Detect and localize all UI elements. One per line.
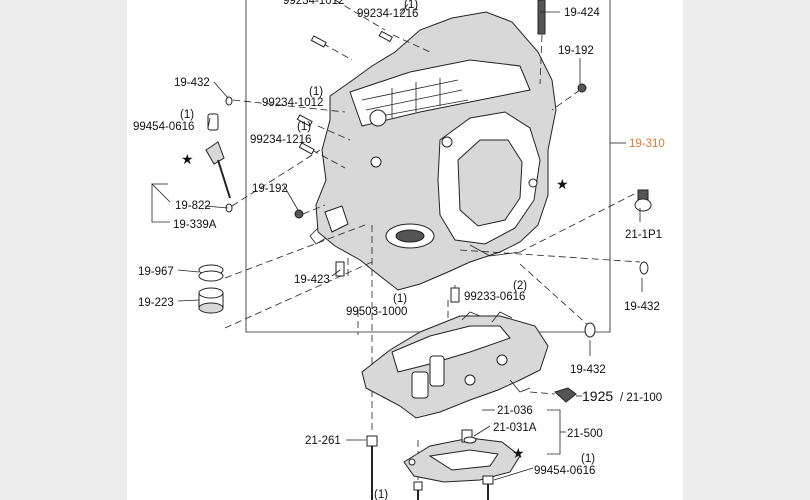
label-19-192-top: 19-192 [558, 45, 594, 57]
label-19-423: 19-423 [294, 274, 330, 286]
oil-strainer [403, 429, 521, 483]
label-99234-1216-top: 99234-1216 [357, 8, 418, 20]
label-19-967: 19-967 [138, 266, 174, 278]
label-19-223: 19-223 [138, 297, 174, 309]
star-marker-left: ★ [181, 151, 194, 167]
label-99454-qty-bottom: (1) [581, 453, 595, 465]
label-19-432-left: 19-432 [174, 77, 210, 89]
label-99454-qty-left: (1) [180, 109, 194, 121]
label-top-cut: 99234-1012 [283, 0, 344, 7]
label-99234-1012: 99234-1012 [262, 97, 323, 109]
harness-connector [529, 387, 577, 403]
label-99234-1216-top-qty: (1) [404, 0, 418, 11]
label-1925: 1925 [582, 388, 613, 404]
label-99234-1216-qty: (1) [297, 121, 311, 133]
label-19-432-lower: 19-432 [570, 364, 606, 376]
breather-plug [584, 189, 652, 338]
small-parts [207, 0, 587, 303]
label-19-192-mid: 19-192 [252, 183, 288, 195]
label-99503-qty: (1) [393, 293, 407, 305]
callout-labels: 99234-1012 (1) 99234-1216 19-424 19-192 … [133, 0, 665, 500]
label-21-500: 21-500 [567, 428, 603, 440]
transmission-case [309, 11, 557, 291]
star-marker-strainer: ★ [512, 445, 525, 461]
control-valve-body [361, 311, 549, 419]
label-19-310[interactable]: 19-310 [629, 138, 665, 150]
label-21-031A: 21-031A [493, 422, 537, 434]
label-19-432-right: 19-432 [624, 301, 660, 313]
label-21-100: / 21-100 [620, 392, 662, 404]
label-19-339A: 19-339A [173, 219, 217, 231]
label-99454-0616-left: 99454-0616 [133, 121, 194, 133]
label-99234-1216: 99234-1216 [250, 134, 311, 146]
leader-lines [177, 3, 643, 481]
bottom-bolts [366, 435, 494, 500]
label-99503-1000: 99503-1000 [346, 306, 407, 318]
label-21-1P1: 21-1P1 [625, 229, 662, 241]
oil-seals [198, 264, 224, 314]
label-bottom-qty: (1) [374, 489, 388, 500]
label-99454-0616-bottom: 99454-0616 [534, 465, 595, 477]
label-99233-qty: (2) [513, 280, 527, 292]
label-21-036: 21-036 [497, 405, 533, 417]
label-99234-1012-qty: (1) [309, 86, 323, 98]
star-marker-case: ★ [556, 176, 569, 192]
label-19-822: 19-822 [175, 200, 211, 212]
label-99233-0616: 99233-0616 [464, 291, 525, 303]
dipstick-assembly [151, 141, 233, 223]
label-19-424: 19-424 [564, 7, 600, 19]
label-21-261: 21-261 [305, 435, 341, 447]
